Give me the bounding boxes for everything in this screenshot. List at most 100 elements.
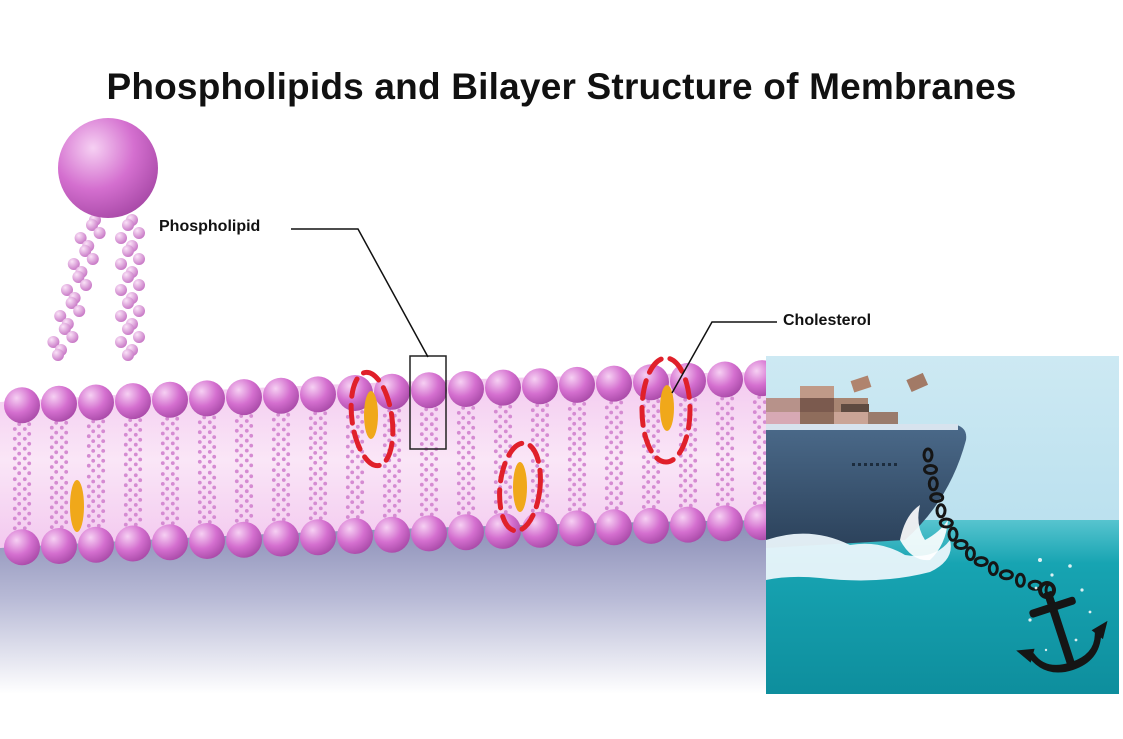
- phospholipid-tails: [12, 417, 32, 536]
- cholesterol-molecule: [70, 480, 84, 532]
- phospholipid-head: [559, 510, 595, 547]
- phospholipid-head: [411, 372, 447, 409]
- chain-link: [927, 476, 939, 492]
- tail-bead: [115, 258, 127, 270]
- phospholipid-head: [485, 369, 521, 406]
- anchor: [1016, 581, 1108, 673]
- phospholipid-head: [522, 511, 558, 548]
- cholesterol-molecule: [660, 385, 674, 431]
- chain-link: [922, 447, 934, 463]
- tail-bead: [122, 245, 134, 257]
- chain-link: [964, 546, 976, 562]
- phospholipid-head: [337, 375, 373, 411]
- tail-bead: [66, 331, 79, 343]
- tail-bead: [133, 227, 145, 239]
- tail-bead: [115, 284, 127, 296]
- phospholipid-head: [152, 524, 188, 561]
- page-title: Phospholipids and Bilayer Structure of M…: [106, 66, 1017, 107]
- highlight-ring: [348, 369, 396, 469]
- chain-link: [998, 569, 1014, 581]
- tail-bead: [86, 253, 99, 265]
- phospholipid-head: [337, 518, 373, 554]
- bubbles: [1028, 558, 1092, 652]
- phospholipid-head: [263, 377, 299, 414]
- tail-bead: [61, 284, 73, 296]
- phospholipid-head: [448, 371, 484, 407]
- tail-bead: [86, 219, 98, 231]
- phospholipid-head: [411, 515, 447, 552]
- cholesterol-molecules: [70, 385, 674, 532]
- tail-bead: [115, 336, 127, 348]
- cholesterol-molecule: [513, 462, 527, 512]
- tail-bead: [47, 336, 60, 348]
- phospholipid-head: [152, 381, 188, 418]
- phospholipid-tails: [271, 407, 291, 527]
- chain-link: [938, 517, 954, 529]
- phospholipid-label: Phospholipid: [159, 218, 261, 235]
- phospholipid-head: [41, 528, 77, 564]
- phospholipid-head: [448, 514, 484, 551]
- phospholipid-head: [115, 383, 151, 420]
- phospholipid-head: [300, 376, 336, 413]
- tail-bead: [93, 227, 106, 239]
- tail-bead: [122, 271, 134, 283]
- tail-bead: [80, 279, 92, 291]
- phospholipid-head: [670, 506, 706, 543]
- phospholipid-head: [596, 365, 632, 402]
- phospholipid-head: [4, 387, 40, 424]
- tail-bead: [115, 232, 127, 244]
- cargo-containers: [766, 372, 929, 424]
- tail-bead: [133, 279, 145, 291]
- tail-bead: [122, 323, 134, 335]
- tail-bead: [58, 323, 71, 335]
- chain-link: [947, 526, 959, 542]
- phospholipid-tails: [234, 409, 254, 528]
- phospholipid-head: [226, 379, 262, 416]
- chain-link: [935, 503, 947, 519]
- cholesterol-highlights: [348, 355, 693, 534]
- tail-bead: [79, 245, 92, 257]
- chain-link: [1014, 572, 1026, 588]
- phospholipid-head: [633, 507, 669, 544]
- highlight-ring: [639, 355, 693, 465]
- phospholipid-head: [522, 368, 558, 405]
- phospholipid-head: [226, 521, 262, 558]
- tail-bead: [122, 297, 134, 309]
- ship-anchor-illustration: [766, 356, 1119, 694]
- tail-bead: [73, 305, 86, 317]
- phospholipid-head: [78, 526, 114, 563]
- phospholipid-head: [189, 380, 225, 417]
- phospholipid-head: [596, 509, 632, 546]
- phospholipid-head: [115, 525, 151, 562]
- chain-link: [953, 539, 969, 550]
- phospholipid-head: [485, 512, 521, 549]
- tail-bead: [122, 219, 134, 231]
- phospholipid-molecule-icon: [47, 118, 158, 361]
- phospholipid-head: [707, 505, 743, 542]
- tail-bead: [65, 297, 78, 309]
- phospholipid-head: [374, 373, 410, 410]
- tail-bead: [52, 349, 64, 361]
- upper-head-row: [4, 360, 780, 424]
- chain-link: [973, 556, 989, 568]
- phospholipid-leader-line: [291, 228, 429, 358]
- ship-deck-stripe: [766, 424, 958, 430]
- highlight-ring: [497, 440, 543, 534]
- membrane-base-shadow: [0, 520, 766, 694]
- hull-portholes: [852, 463, 897, 466]
- phospholipid-head: [707, 361, 743, 398]
- tail-bead: [133, 305, 145, 317]
- chain-link: [929, 492, 945, 504]
- fatty-acid-tails: [12, 390, 772, 536]
- tail-bead: [72, 271, 85, 283]
- phospholipid-head: [263, 520, 299, 557]
- tail-bead: [133, 331, 145, 343]
- tail-bead: [74, 232, 87, 244]
- phospholipid-head: [559, 366, 595, 403]
- phospholipid-head: [374, 516, 410, 553]
- phospholipid-head: [300, 519, 336, 556]
- bow-wave: [766, 533, 951, 581]
- phospholipid-head: [78, 384, 114, 421]
